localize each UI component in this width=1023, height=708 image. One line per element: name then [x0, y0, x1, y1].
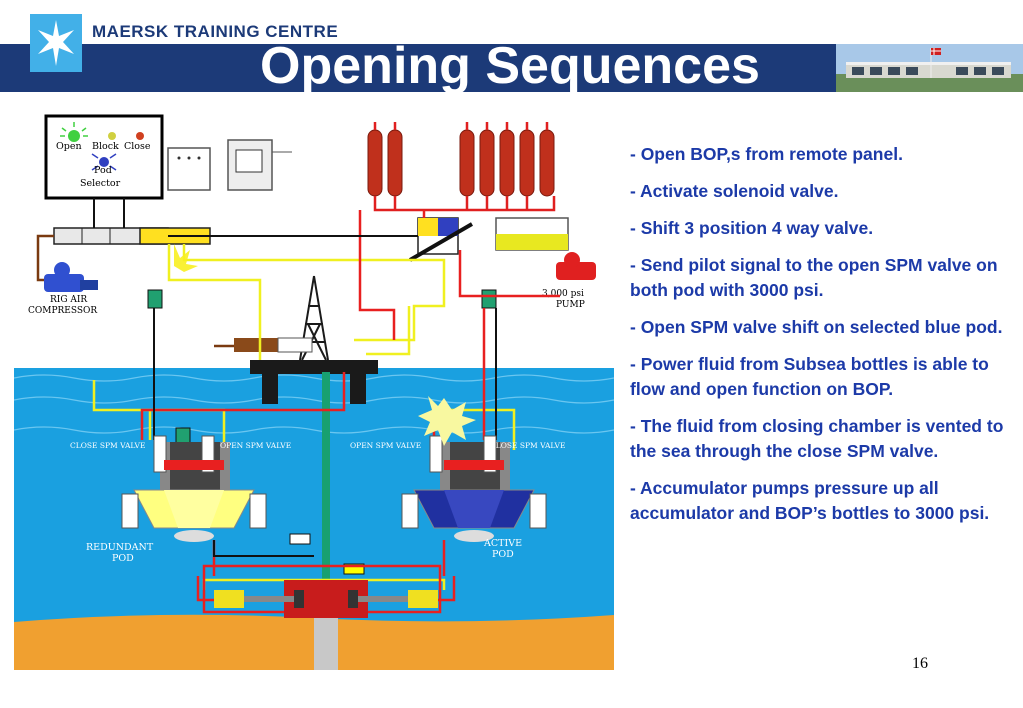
svg-text:Selector: Selector [80, 178, 121, 189]
open-spm-burst [418, 396, 476, 446]
svg-text:OPEN SPM VALVE: OPEN SPM VALVE [220, 441, 291, 450]
slide-title: Opening Sequences [260, 37, 760, 95]
list-item: - Accumulator pumps pressure up all accu… [630, 478, 990, 523]
brand-name: MAERSK TRAINING CENTRE [92, 22, 339, 41]
list-item: - Send pilot signal to the open SPM valv… [630, 255, 998, 300]
list-item: - Power fluid from Subsea bottles is abl… [630, 354, 989, 399]
svg-text:Open: Open [56, 141, 82, 152]
svg-text:Close: Close [124, 141, 151, 152]
redundant-pod [121, 435, 267, 542]
svg-text:CLOSE SPM VALVE: CLOSE SPM VALVE [490, 441, 565, 450]
rig-air-compressor [44, 262, 98, 292]
active-pod [401, 435, 547, 542]
svg-text:OPEN SPM VALVE: OPEN SPM VALVE [350, 441, 421, 450]
svg-text:PUMP: PUMP [556, 300, 585, 310]
building-photo [836, 44, 1023, 92]
bop-control-diagram: Open Block Close Pod Selector [14, 114, 614, 670]
control-panel: Open Block Close Pod Selector [44, 114, 164, 200]
bullet-list: - Open BOP,s from remote panel. - Activa… [630, 142, 1005, 538]
list-item: - The fluid from closing chamber is vent… [630, 416, 1004, 461]
svg-text:3,000 psi: 3,000 psi [542, 289, 584, 299]
svg-text:REDUNDANT: REDUNDANT [86, 542, 154, 553]
svg-text:ACTIVE: ACTIVE [483, 538, 522, 549]
svg-text:POD: POD [492, 549, 514, 560]
list-item: - Activate solenoid valve. [630, 181, 839, 201]
list-item: - Open BOP,s from remote panel. [630, 144, 903, 164]
list-item: - Open SPM valve shift on selected blue … [630, 317, 1003, 337]
svg-text:RIG AIR: RIG AIR [50, 295, 87, 305]
svg-text:POD: POD [112, 553, 134, 564]
page-number: 16 [912, 655, 928, 672]
maersk-star-logo [30, 14, 82, 72]
svg-text:Block: Block [92, 141, 119, 152]
riser-pipe [322, 372, 330, 670]
svg-text:CLOSE SPM VALVE: CLOSE SPM VALVE [70, 441, 145, 450]
svg-text:Pod: Pod [94, 165, 112, 176]
derrick [299, 275, 329, 361]
bop-ram [202, 564, 442, 618]
list-item: - Shift 3 position 4 way valve. [630, 218, 874, 238]
accumulator-bottles [367, 129, 555, 197]
svg-text:COMPRESSOR: COMPRESSOR [28, 306, 97, 316]
pump-3000psi [556, 252, 596, 280]
pilot-signal-burst [174, 244, 198, 272]
